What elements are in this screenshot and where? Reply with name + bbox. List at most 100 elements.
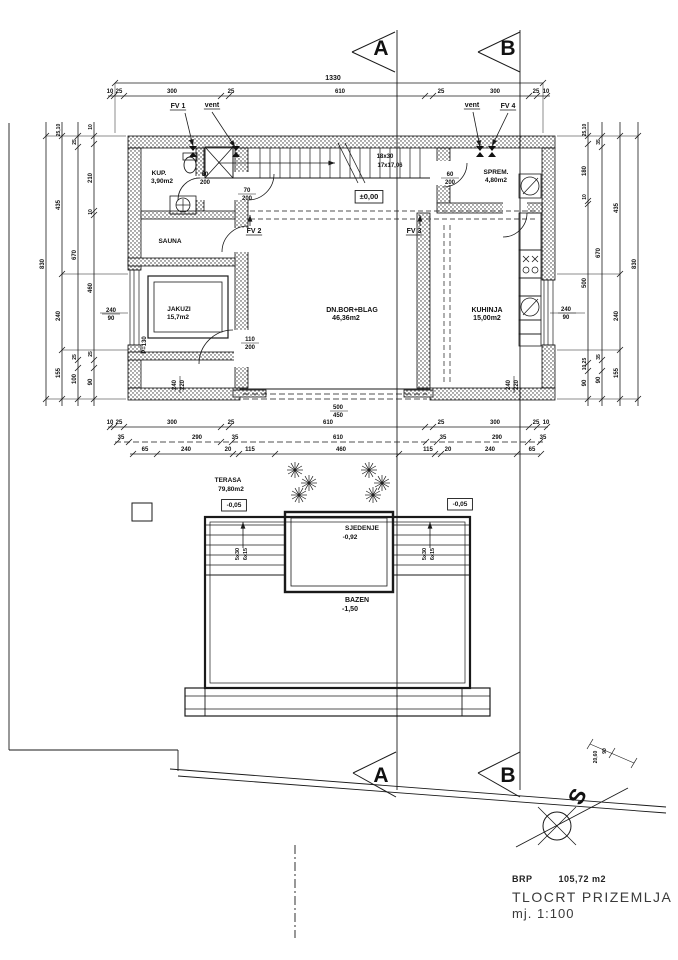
drawing-label: DN.BOR+BLAG: [326, 307, 378, 314]
drawing-label: 20,60: [593, 751, 599, 764]
wall-segment: [541, 344, 556, 389]
drawing-label: 155: [56, 367, 62, 378]
outline-rect: [518, 173, 542, 199]
drawing-scale: mj. 1:100: [512, 906, 575, 921]
drawing-label: 240: [56, 310, 62, 321]
vent-valve-icon: [488, 146, 496, 157]
arrow-head: [240, 522, 246, 529]
drawing-line: [337, 142, 359, 184]
door-arc: [177, 177, 201, 201]
dim-tick: [525, 92, 533, 100]
vent-valve-icon: [232, 146, 240, 157]
drawing-label: ±0,00: [360, 192, 379, 201]
dim-tick: [228, 438, 236, 446]
dim-tick: [584, 197, 592, 205]
drawing-label: 450: [333, 413, 344, 419]
drawing-label: KUHINJA: [471, 307, 502, 314]
dim-tick: [543, 423, 551, 431]
door-arc: [247, 173, 275, 201]
dim-tick: [225, 92, 233, 100]
vent-valve-icon: [189, 146, 197, 157]
plant-icon: [301, 478, 317, 488]
fixture-circle: [531, 266, 539, 274]
drawing-label: 25: [88, 351, 94, 357]
door-arc: [502, 212, 528, 238]
drawing-label: 65: [529, 447, 536, 453]
drawing-label: 10,25: [582, 358, 588, 371]
drawing-label: 46,36m2: [332, 315, 360, 322]
drawing-label: 90: [582, 379, 588, 386]
drawing-line: [169, 768, 667, 808]
dim-tick: [533, 423, 541, 431]
dim-tick: [539, 79, 547, 87]
door-arc: [221, 225, 249, 253]
wall-segment: [127, 344, 142, 389]
drawing-label: TERASA: [215, 477, 242, 484]
arrow-head: [476, 140, 482, 147]
wall-opening: [503, 202, 527, 214]
drawing-label: 5x30: [422, 548, 428, 560]
dim-tick: [616, 346, 624, 354]
drawing-label: 300: [490, 89, 501, 95]
dim-tick: [537, 450, 545, 458]
level-box: [354, 190, 384, 204]
drawing-label: 220: [180, 379, 186, 390]
drawing-label: 300: [167, 420, 178, 426]
dim-tick: [125, 438, 133, 446]
arrow-line: [211, 111, 236, 148]
drawing-label: 610: [323, 420, 334, 426]
drawing-label: 79,80m2: [218, 486, 244, 493]
drawing-label: -0,05: [227, 502, 242, 509]
drawing-label: 20: [225, 447, 232, 453]
drawing-label: 90: [596, 376, 602, 383]
wall-segment: [416, 212, 431, 389]
dim-tick: [584, 200, 592, 208]
dim-tick: [90, 132, 98, 140]
dim-tick: [90, 140, 98, 148]
drawing-label: 90: [88, 378, 94, 385]
drawing-label: 300: [167, 89, 178, 95]
dim-tick: [536, 438, 544, 446]
drawing-label: B: [500, 764, 515, 787]
plant-icon: [374, 478, 390, 488]
drawing-label: JAKUZI: [167, 306, 191, 313]
drawing-label: 240: [106, 308, 117, 314]
drawing-line: [477, 772, 521, 798]
drawing-label: 200: [200, 180, 211, 186]
drawing-label: FV 3: [407, 228, 422, 235]
arrow-head: [328, 160, 335, 166]
fixture-circle: [175, 197, 191, 213]
dim-tick: [74, 356, 82, 364]
wall-segment: [541, 147, 556, 281]
wall-opening: [234, 172, 249, 200]
dim-tick: [106, 423, 114, 431]
dim-tick: [634, 395, 642, 403]
drawing-label: SPREM.: [484, 169, 509, 176]
drawing-label: 25: [228, 420, 235, 426]
dim-tick: [598, 367, 606, 375]
outline-rect: [392, 516, 471, 576]
wall-segment: [436, 202, 543, 214]
drawing-line: [351, 51, 396, 73]
wall-segment: [403, 389, 434, 398]
drawing-label: FV 4: [501, 103, 516, 110]
wall-segment: [232, 389, 267, 398]
dim-tick: [598, 395, 606, 403]
dim-tick: [129, 450, 137, 458]
drawing-label: 460: [88, 282, 94, 293]
drawing-label: 200: [245, 345, 256, 351]
dim-tick: [584, 367, 592, 375]
dim-tick: [74, 143, 82, 151]
drawing-label: 500: [333, 405, 344, 411]
outline-rect: [169, 195, 197, 215]
dim-tick: [217, 92, 225, 100]
drawing-label: 1330: [325, 75, 341, 82]
dim-tick: [616, 270, 624, 278]
drawing-label: 15,00m2: [473, 315, 501, 322]
dim-tick: [271, 450, 279, 458]
dim-tick: [90, 356, 98, 364]
dim-tick: [113, 438, 121, 446]
outline-rect: [204, 146, 234, 179]
